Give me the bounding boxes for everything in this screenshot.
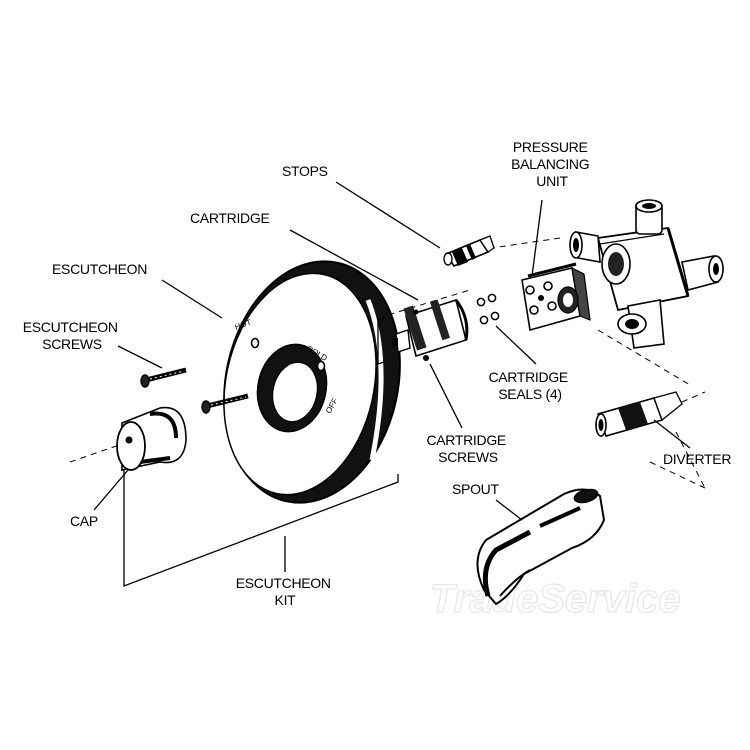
spout bbox=[476, 488, 606, 606]
cartridge bbox=[392, 298, 469, 361]
label-escutcheon: ESCUTCHEON bbox=[52, 261, 147, 277]
cap bbox=[116, 406, 187, 471]
stops bbox=[443, 235, 495, 267]
cartridge-seals bbox=[476, 293, 500, 325]
label-cartridge: CARTRIDGE bbox=[190, 210, 270, 226]
label-escutcheon-screws: ESCUTCHEON SCREWS bbox=[23, 319, 122, 352]
escutcheon-screw-upper bbox=[140, 367, 187, 388]
label-cartridge-seals: CARTRIDGE SEALS (4) bbox=[488, 369, 571, 402]
label-spout: SPOUT bbox=[452, 481, 499, 497]
valve-body bbox=[569, 199, 724, 349]
label-escutcheon-kit: ESCUTCHEON KIT bbox=[236, 575, 335, 608]
watermark: TradeService bbox=[430, 577, 681, 621]
cartridge-bracket bbox=[377, 317, 385, 365]
pressure-balancing-unit bbox=[521, 262, 591, 332]
label-cap: CAP bbox=[70, 513, 98, 529]
escutcheon-plate: HOT COLD OFF bbox=[223, 260, 401, 504]
escutcheon-kit-bracket bbox=[123, 470, 399, 587]
label-cartridge-screws: CARTRIDGE SCREWS bbox=[426, 432, 509, 465]
label-pressure-balancing-unit: PRESSURE BALANCING UNIT bbox=[511, 139, 593, 189]
diverter bbox=[595, 391, 683, 437]
label-diverter: DIVERTER bbox=[663, 451, 731, 467]
label-stops: STOPS bbox=[282, 163, 328, 179]
part-labels: PRESSURE BALANCING UNIT STOPS CARTRIDGE … bbox=[23, 139, 732, 608]
escutcheon-screw-lower bbox=[201, 393, 249, 414]
leader-lines bbox=[93, 181, 691, 587]
